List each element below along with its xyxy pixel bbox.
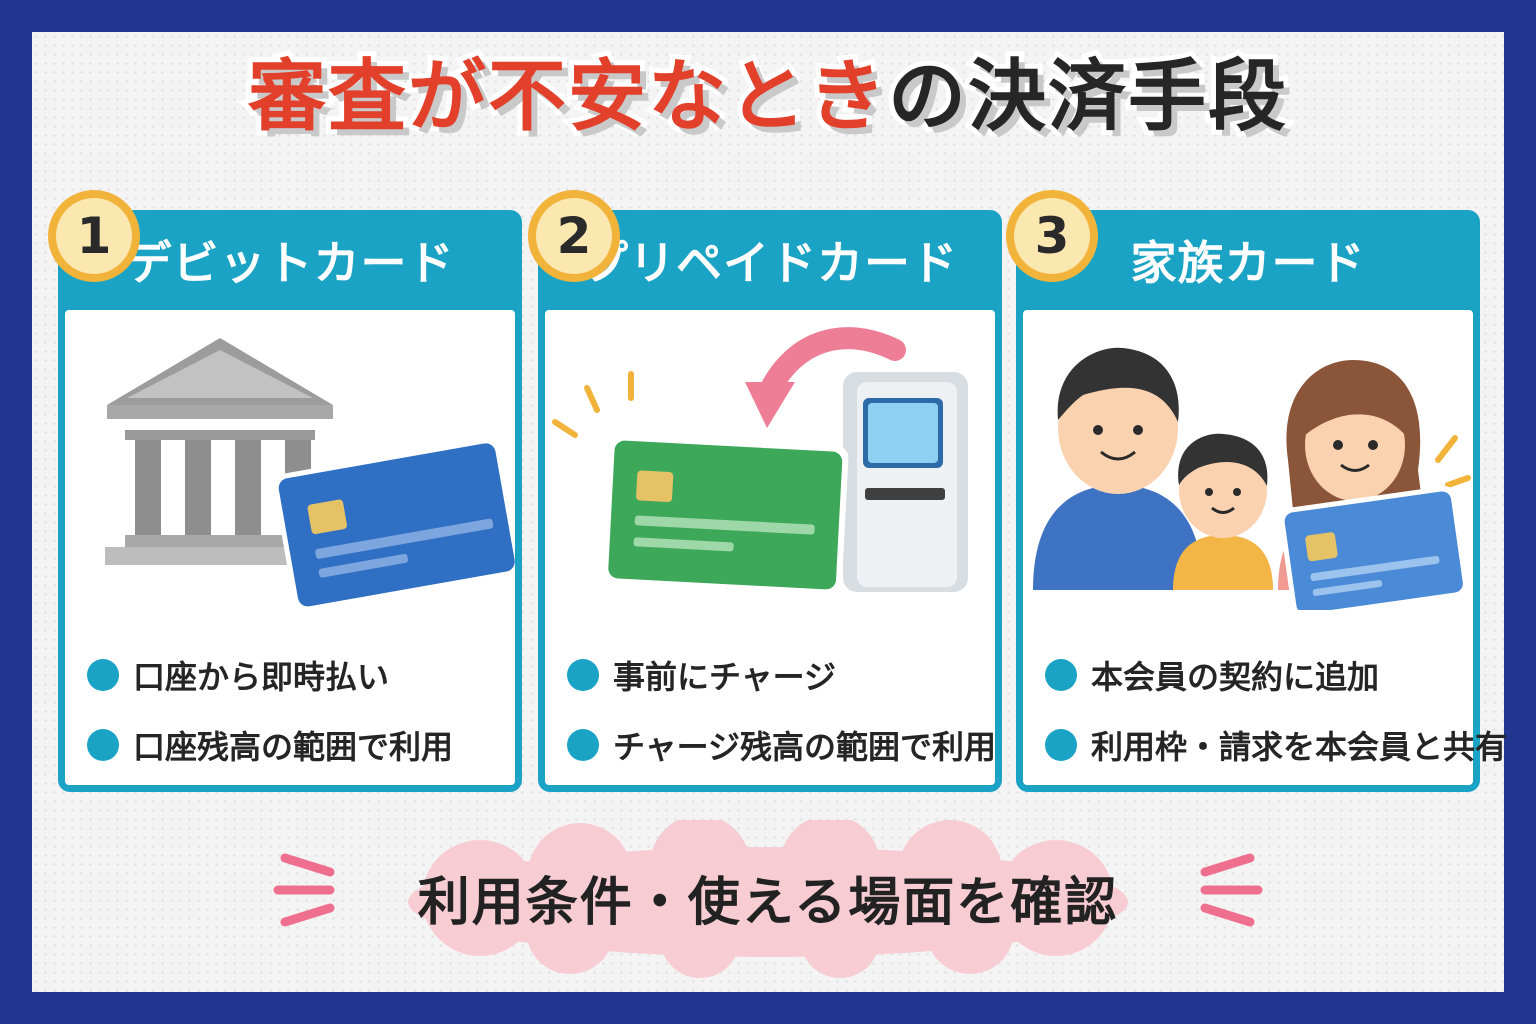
bullet-dot — [1045, 729, 1077, 761]
bullet-list: 口座から即時払い 口座残高の範囲で利用 — [87, 640, 453, 780]
number-badge: 3 — [1006, 190, 1098, 282]
title-rest: の決済手段 — [883, 52, 1291, 142]
card-body: 口座から即時払い 口座残高の範囲で利用 — [65, 310, 515, 785]
family-and-card-icon — [1033, 347, 1471, 610]
bullet-dot — [87, 729, 119, 761]
bullet-dot — [87, 659, 119, 691]
list-item: 利用枠・請求を本会員と共有 — [1045, 710, 1507, 780]
card-prepaid: プリペイドカード 2 事前にチャージ チャージ残高の範囲で利用 — [528, 190, 1002, 792]
card-body: 事前にチャージ チャージ残高の範囲で利用 — [545, 310, 996, 785]
list-item: 事前にチャージ — [567, 640, 996, 710]
bullet-dot — [1045, 659, 1077, 691]
title-emphasis: 審査が不安なとき — [243, 52, 891, 142]
bullet-dot — [567, 659, 599, 691]
prepaid-card-and-machine-icon — [552, 327, 968, 596]
footer-text: 利用条件・使える場面を確認 — [417, 873, 1119, 933]
list-item: 口座から即時払い — [87, 640, 453, 710]
bullet-list: 事前にチャージ チャージ残高の範囲で利用 — [567, 640, 996, 780]
card-family: 家族カード 3 — [1006, 190, 1507, 792]
list-item: 口座残高の範囲で利用 — [87, 710, 453, 780]
bank-and-card-icon — [105, 338, 515, 610]
number-badge: 1 — [48, 190, 140, 282]
list-item: チャージ残高の範囲で利用 — [567, 710, 996, 780]
list-item: 本会員の契約に追加 — [1045, 640, 1507, 710]
bullet-dot — [567, 729, 599, 761]
card-title: デビットカード — [125, 236, 455, 290]
card-body: 本会員の契約に追加 利用枠・請求を本会員と共有 — [1023, 310, 1507, 785]
card-title: プリペイドカード — [582, 236, 958, 290]
card-debit: デビットカード 1 口座から即時払い 口座残高の範囲で利用 — [48, 190, 522, 792]
bullet-list: 本会員の契約に追加 利用枠・請求を本会員と共有 — [1045, 640, 1507, 780]
card-title: 家族カード — [1130, 236, 1366, 290]
footer-cloud — [408, 820, 1128, 978]
page-title: 審査が不安なときの決済手段 — [0, 53, 1536, 141]
number-badge: 2 — [528, 190, 620, 282]
